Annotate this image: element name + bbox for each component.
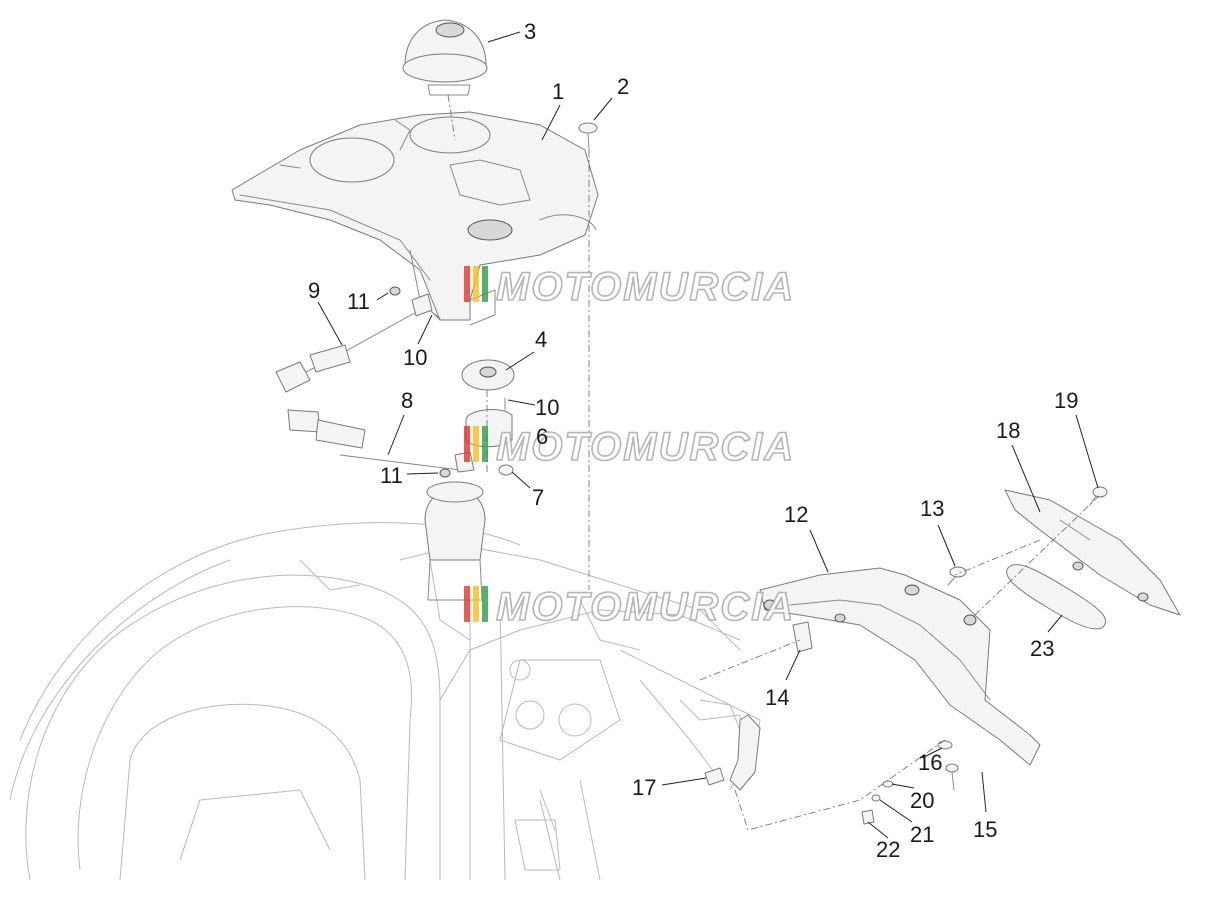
callout-14: 14	[765, 685, 789, 710]
watermark-stripe	[482, 586, 488, 622]
watermark-stripe	[473, 586, 479, 622]
watermark-logo: MOTOMURCIA	[464, 584, 795, 630]
callout-11-top: 11	[347, 289, 370, 314]
part-2-screw	[578, 122, 598, 151]
watermark-text: MOTOMURCIA	[496, 425, 795, 469]
watermark-logo: MOTOMURCIA	[464, 264, 795, 310]
part-8-cable	[287, 409, 475, 473]
part-23-reflector	[1006, 564, 1106, 630]
watermark-stripe	[464, 426, 470, 462]
callout-10-mid: 10	[535, 395, 559, 420]
callout-6: 6	[536, 424, 548, 449]
callout-3: 3	[524, 19, 536, 44]
callout-23: 23	[1030, 636, 1054, 661]
watermark-stripe	[482, 266, 488, 302]
scooter-frame	[9, 481, 761, 881]
part-17-plate-lamp	[704, 714, 959, 825]
callout-7: 7	[532, 485, 544, 510]
callout-15: 15	[973, 817, 997, 842]
leader-lines	[317, 31, 1099, 839]
part-1-central-cover	[231, 111, 599, 326]
callout-19: 19	[1054, 388, 1078, 413]
callout-21: 21	[910, 822, 934, 847]
callout-12: 12	[784, 502, 808, 527]
part-3-filler-cap	[402, 19, 488, 96]
part-12-rear-bracket	[759, 567, 1041, 766]
callout-18: 18	[996, 418, 1020, 443]
callout-20: 20	[910, 788, 934, 813]
watermark-stripe	[473, 426, 479, 462]
part-9-cable	[275, 293, 433, 393]
callout-9: 9	[308, 278, 320, 303]
watermark-logo: MOTOMURCIA	[464, 424, 795, 470]
callout-8: 8	[401, 388, 413, 413]
callout-2: 2	[617, 74, 629, 99]
watermark-stripe	[473, 266, 479, 302]
callout-16: 16	[918, 750, 942, 775]
watermark-stripe	[482, 426, 488, 462]
part-13-screw	[947, 566, 967, 586]
callout-11-bottom: 11	[380, 463, 403, 488]
watermark: MOTOMURCIA MOTOMURCIA MOTOMURCIA	[464, 264, 795, 630]
callout-1: 1	[552, 79, 564, 104]
watermark-text: MOTOMURCIA	[496, 585, 795, 629]
watermark-stripe	[464, 586, 470, 622]
callout-4: 4	[535, 327, 547, 352]
small-fasteners	[389, 286, 515, 478]
part-14-clip	[792, 621, 813, 653]
callout-22: 22	[876, 837, 900, 862]
callout-17: 17	[632, 775, 656, 800]
callout-labels: 3 2 1 9 11 10 4 8 10 6 11 7 19 18 12 13 …	[308, 19, 1078, 862]
watermark-text: MOTOMURCIA	[496, 265, 795, 309]
watermark-stripe	[464, 266, 470, 302]
part-18-plate-holder	[1004, 489, 1181, 616]
callout-13: 13	[920, 496, 944, 521]
callout-10-top: 10	[403, 345, 427, 370]
